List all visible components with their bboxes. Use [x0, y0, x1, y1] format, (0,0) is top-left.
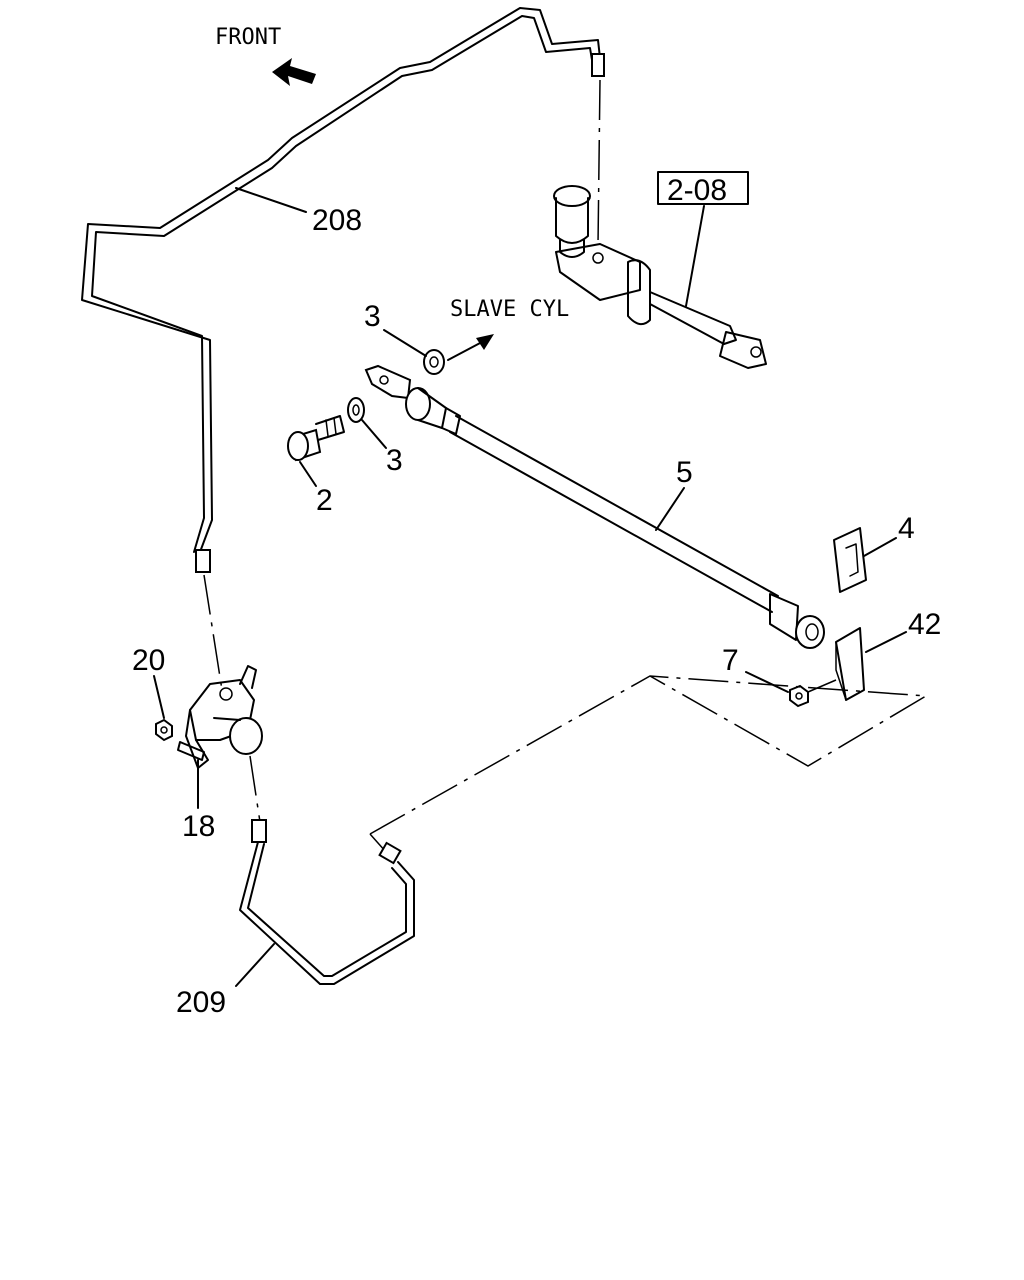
- leader-7: [745, 671, 789, 693]
- leader-209: [235, 943, 275, 987]
- pipe-208: [81, 7, 605, 573]
- leader-208: [235, 187, 307, 213]
- callout-3-upper: 3: [364, 300, 381, 333]
- callout-2: 2: [316, 484, 333, 517]
- callout-208: 208: [312, 204, 362, 237]
- leader-2: [299, 461, 317, 487]
- slave-cyl-arrow-icon: [447, 334, 494, 361]
- callout-7: 7: [722, 644, 739, 677]
- dash-209-lower: [249, 755, 261, 823]
- dash-7: [807, 679, 837, 693]
- front-arrow-icon: [272, 58, 316, 86]
- ref-box-label: 2-08: [667, 174, 727, 207]
- nut-20: [155, 718, 173, 742]
- callout-3-lower: 3: [386, 444, 403, 477]
- dash-208-lower: [203, 574, 223, 691]
- callout-18: 18: [182, 810, 215, 843]
- nut-7: [789, 684, 809, 708]
- dash-208-upper: [597, 79, 601, 246]
- leader-3-lower: [361, 419, 387, 449]
- leader-42: [865, 631, 907, 653]
- pipe-209: [239, 819, 415, 985]
- union-bolt-2: [287, 415, 345, 462]
- callout-209: 209: [176, 986, 226, 1019]
- callout-5: 5: [676, 456, 693, 489]
- master-cylinder: [553, 185, 767, 369]
- leader-2-08: [685, 205, 705, 307]
- clip-4: [833, 527, 867, 593]
- slave-cylinder: [185, 665, 263, 769]
- callout-42: 42: [908, 608, 941, 641]
- dash-routing: [369, 675, 929, 835]
- stud-18: [177, 741, 205, 761]
- washer-3-upper: [423, 349, 445, 375]
- leader-4: [863, 537, 897, 557]
- front-label: FRONT: [215, 25, 281, 50]
- ref-box-2-08: [657, 171, 749, 205]
- hose-5: [364, 364, 825, 649]
- leader-5: [655, 487, 685, 531]
- leader-3-upper: [383, 329, 427, 357]
- callout-4: 4: [898, 512, 915, 545]
- washer-3-lower: [347, 397, 365, 423]
- leader-20: [153, 675, 165, 719]
- slave-cyl-label: SLAVE CYL: [450, 297, 569, 322]
- callout-20: 20: [132, 644, 165, 677]
